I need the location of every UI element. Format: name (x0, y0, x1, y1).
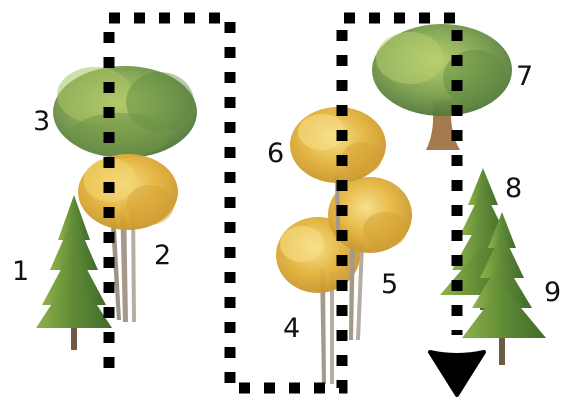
tree-label-5: 5 (381, 269, 398, 300)
tree-label-2: 2 (154, 240, 171, 271)
tree-label-1: 1 (12, 256, 29, 287)
tree-label-8: 8 (505, 173, 522, 204)
tree-label-4: 4 (283, 313, 300, 344)
tree-7-oak (372, 24, 512, 150)
tree-label-9: 9 (544, 277, 561, 308)
tree-label-6: 6 (267, 138, 284, 169)
arrow-down-icon (430, 352, 484, 395)
tree-label-7: 7 (516, 61, 533, 92)
tree-3-oak (53, 66, 197, 158)
tree-label-3: 3 (33, 106, 50, 137)
